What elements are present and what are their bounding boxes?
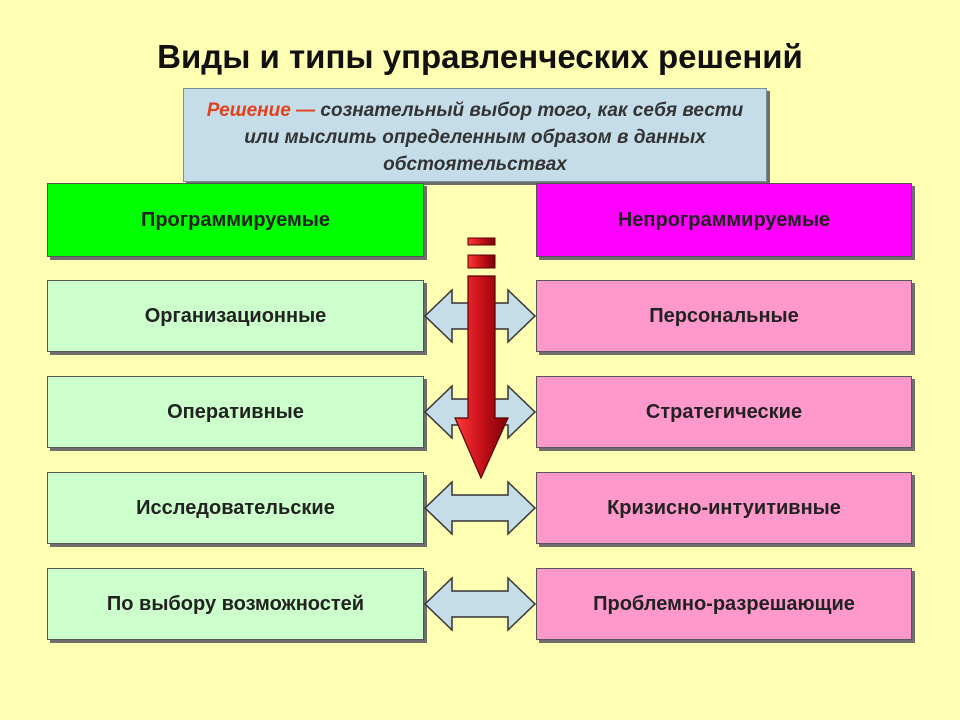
slide-title: Виды и типы управленческих решений <box>157 38 803 75</box>
left-item-research: Исследовательские <box>47 472 424 544</box>
left-item-operational: Оперативные <box>47 376 424 448</box>
double-arrow-row-4 <box>423 576 537 632</box>
definition-term: Решение — <box>206 100 321 121</box>
right-item-problem-solving: Проблемно-разрешающие <box>536 568 912 640</box>
right-item-crisis-intuitive: Кризисно-интуитивные <box>536 472 912 544</box>
definition-box: Решение — сознательный выбор того, как с… <box>183 88 767 182</box>
right-item-strategic: Стратегические <box>536 376 912 448</box>
definition-text: сознательный выбор того, как себя вести … <box>244 100 744 175</box>
header-programmable: Программируемые <box>47 183 424 257</box>
header-nonprogrammable: Непрограммируемые <box>536 183 912 257</box>
double-arrow-row-3 <box>423 480 537 536</box>
right-item-personal: Персональные <box>536 280 912 352</box>
left-item-organizational: Организационные <box>47 280 424 352</box>
down-arrow-icon <box>454 237 509 480</box>
left-item-opportunity-choice: По выбору возможностей <box>47 568 424 640</box>
